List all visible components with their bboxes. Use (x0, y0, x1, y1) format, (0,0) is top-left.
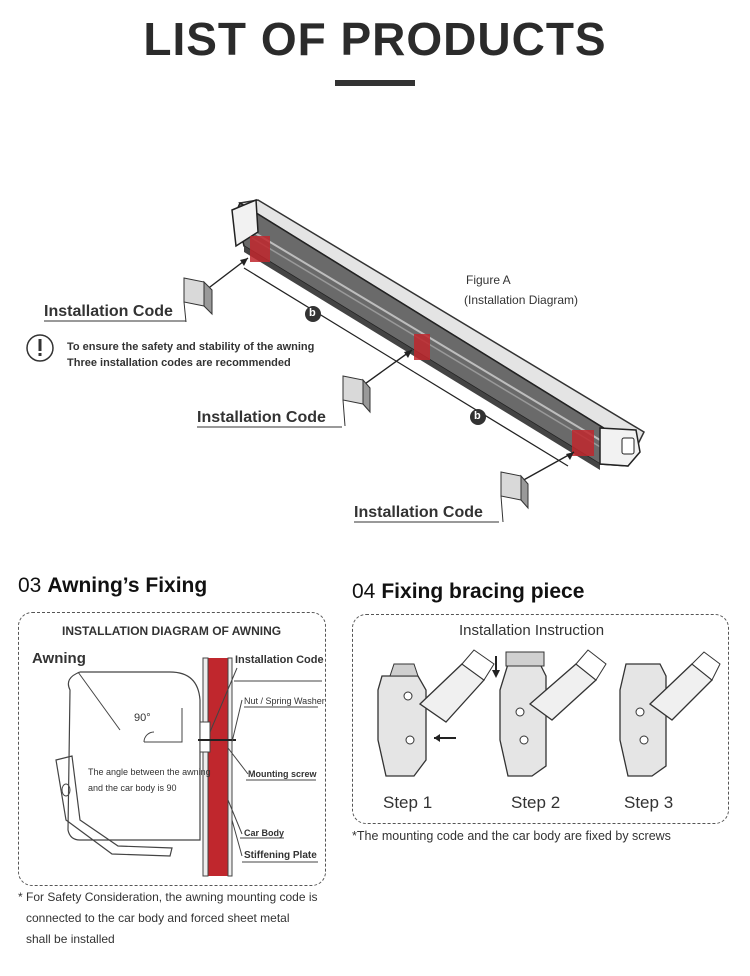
figure-a-subtitle: (Installation Diagram) (464, 293, 579, 307)
callout-installation-code: Installation Code (235, 654, 324, 666)
footnote-line: * For Safety Consideration, the awning m… (18, 890, 318, 904)
figure-a-title: Figure A (466, 273, 511, 287)
step-3-bracket-drawing (619, 651, 721, 777)
mounting-bracket-icon (183, 277, 213, 323)
section-03-title: Awning’s Fixing (47, 574, 208, 597)
installation-code-label-2: Installation Code (197, 409, 326, 426)
bracing-instruction-box (352, 614, 729, 824)
footnote-line: connected to the car body and forced she… (26, 911, 290, 925)
distance-marker-label-1: b (309, 307, 316, 319)
title-underline (335, 80, 415, 86)
callout-nut-washer: Nut / Spring Washer (244, 696, 325, 706)
step-1-label: Step 1 (383, 793, 433, 812)
footnote-line: shall be installed (26, 932, 115, 946)
warning-text: To ensure the safety and stability of th… (67, 339, 314, 371)
section-04-title: Fixing bracing piece (381, 580, 585, 603)
callout-car-body: Car Body (244, 828, 285, 838)
angle-note-line: and the car body is 90 (88, 783, 177, 793)
mounting-bracket-icon (500, 471, 529, 523)
step-3-label: Step 3 (624, 793, 674, 812)
installation-code-label-1: Installation Code (44, 303, 173, 320)
awning-bracket-right (572, 430, 594, 456)
awning-fixing-drawing (55, 657, 322, 877)
angle-note: The angle between the awning and the car… (88, 764, 211, 796)
awning-label: Awning (32, 650, 86, 667)
awning-bracket-middle (414, 334, 430, 360)
distance-marker-2 (470, 409, 486, 425)
section-04-number: 04 (352, 580, 376, 603)
section-03-number: 03 (18, 574, 42, 597)
warning-icon (26, 334, 54, 362)
distance-marker-label-2: b (474, 410, 481, 422)
awning-bracket-left (250, 236, 270, 262)
diagram-title: INSTALLATION DIAGRAM OF AWNING (62, 624, 282, 638)
page-title: LIST OF PRODUCTS (143, 13, 607, 65)
step-1-bracket-drawing (377, 649, 495, 777)
warning-line: To ensure the safety and stability of th… (67, 341, 315, 353)
section-03-footnote: * For Safety Consideration, the awning m… (18, 887, 318, 950)
angle-note-line: The angle between the awning (88, 767, 211, 777)
instruction-title: Installation Instruction (459, 622, 605, 639)
callout-mounting-screw: Mounting screw (248, 769, 317, 779)
angle-label: 90° (134, 712, 151, 724)
section-04-footnote: *The mounting code and the car body are … (352, 829, 671, 843)
awning-body (231, 198, 645, 470)
step-2-label: Step 2 (511, 793, 561, 812)
mounting-bracket-icon (342, 375, 371, 427)
step-2-bracket-drawing (492, 649, 607, 777)
callout-stiffening-plate: Stiffening Plate (244, 850, 317, 861)
awning-fixing-diagram-box (18, 612, 326, 886)
distance-marker-1 (305, 306, 321, 322)
installation-code-label-3: Installation Code (354, 504, 483, 521)
warning-line: Three installation codes are recommended (67, 357, 291, 369)
